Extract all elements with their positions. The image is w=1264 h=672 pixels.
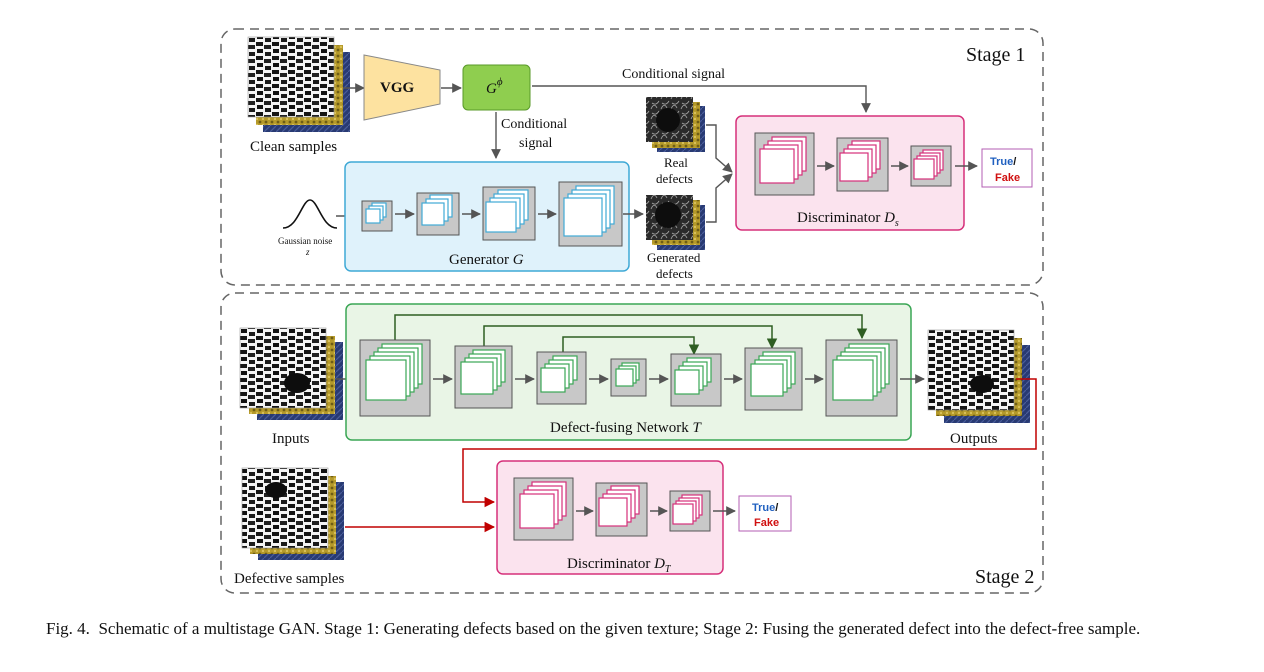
gaussian-curve-icon xyxy=(282,199,338,229)
generated-defects-label-2: defects xyxy=(656,266,693,281)
skip-connection-2 xyxy=(483,325,778,350)
network-layer-6 xyxy=(744,347,803,411)
multistage-gan-diagram: Stage 1 Clean samples VGG Gϕ Conditional… xyxy=(220,28,1044,594)
dt-layer-2 xyxy=(595,482,648,537)
gaussian-noise-label: Gaussian noise xyxy=(278,236,332,246)
caption-text: Schematic of a multistage GAN. Stage 1: … xyxy=(98,619,1141,638)
generated-defects-image xyxy=(646,195,705,250)
gaussian-noise-var: z xyxy=(305,247,310,257)
discriminator-ds-label: Discriminator Ds xyxy=(797,210,899,229)
ds-output-box xyxy=(981,148,1033,188)
ds-output-fake: Fake xyxy=(995,172,1020,184)
defect-fusing-network-label: Defect-fusing Network T xyxy=(550,420,702,436)
generator-label: Generator G xyxy=(449,252,524,268)
inputs-label: Inputs xyxy=(272,431,310,447)
stage2-label: Stage 2 xyxy=(975,566,1034,588)
real-defects-label-1: Real xyxy=(664,155,688,170)
dt-layer-1 xyxy=(513,477,574,541)
skip-connection-3 xyxy=(562,336,700,356)
dt-output-fake: Fake xyxy=(754,517,779,529)
conditional-signal-down-label-2: signal xyxy=(519,136,553,151)
generator-layer-4 xyxy=(558,181,623,247)
ds-layer-3 xyxy=(910,145,952,187)
g-phi-block xyxy=(462,64,531,111)
figure-caption: Fig. 4. Schematic of a multistage GAN. S… xyxy=(46,619,1222,638)
outputs-image xyxy=(927,329,1030,423)
clean-samples-image xyxy=(247,36,350,132)
generator-layer-2 xyxy=(416,192,460,236)
stage2-frame xyxy=(220,292,1044,594)
stage1-label: Stage 1 xyxy=(966,44,1025,66)
vgg-block xyxy=(363,54,441,121)
conditional-signal-top-label: Conditional signal xyxy=(622,67,725,82)
stage1-frame xyxy=(220,28,1044,286)
generated-defects-label-1: Generated xyxy=(647,250,701,265)
network-layer-3 xyxy=(536,351,587,405)
clean-samples-label: Clean samples xyxy=(250,139,337,155)
real-defects-image xyxy=(646,97,705,152)
real-defects-label-2: defects xyxy=(656,171,693,186)
network-layer-7 xyxy=(825,339,898,417)
discriminator-dt-label: Discriminator DT xyxy=(567,556,672,575)
conditional-signal-down-label-1: Conditional xyxy=(501,117,567,132)
real-to-ds-arrow xyxy=(706,124,733,173)
network-layer-5 xyxy=(670,353,722,407)
ds-output-true: True/ xyxy=(990,156,1016,168)
outputs-to-dt-red-arrow xyxy=(462,378,1037,508)
defective-samples-label: Defective samples xyxy=(234,571,345,587)
dt-output-true: True/ xyxy=(752,502,778,514)
vgg-label: VGG xyxy=(380,80,415,96)
network-layer-2 xyxy=(454,345,513,409)
outputs-label: Outputs xyxy=(950,431,998,447)
conditional-signal-top-arrow xyxy=(532,85,871,113)
dt-layer-3 xyxy=(669,490,711,532)
caption-prefix: Fig. 4. xyxy=(46,619,90,638)
ds-layer-1 xyxy=(754,132,815,196)
generator-layer-3 xyxy=(482,186,536,241)
generator-layer-1 xyxy=(361,200,393,232)
ds-layer-2 xyxy=(836,137,889,192)
g-phi-label: Gϕ xyxy=(486,76,503,97)
defective-samples-image xyxy=(241,467,344,560)
dt-output-box xyxy=(738,495,792,532)
network-layer-4-bottleneck xyxy=(610,358,647,397)
skip-connection-1 xyxy=(394,314,868,340)
network-layer-1 xyxy=(359,339,431,417)
generated-to-ds-arrow xyxy=(706,173,733,223)
inputs-image xyxy=(239,327,343,420)
